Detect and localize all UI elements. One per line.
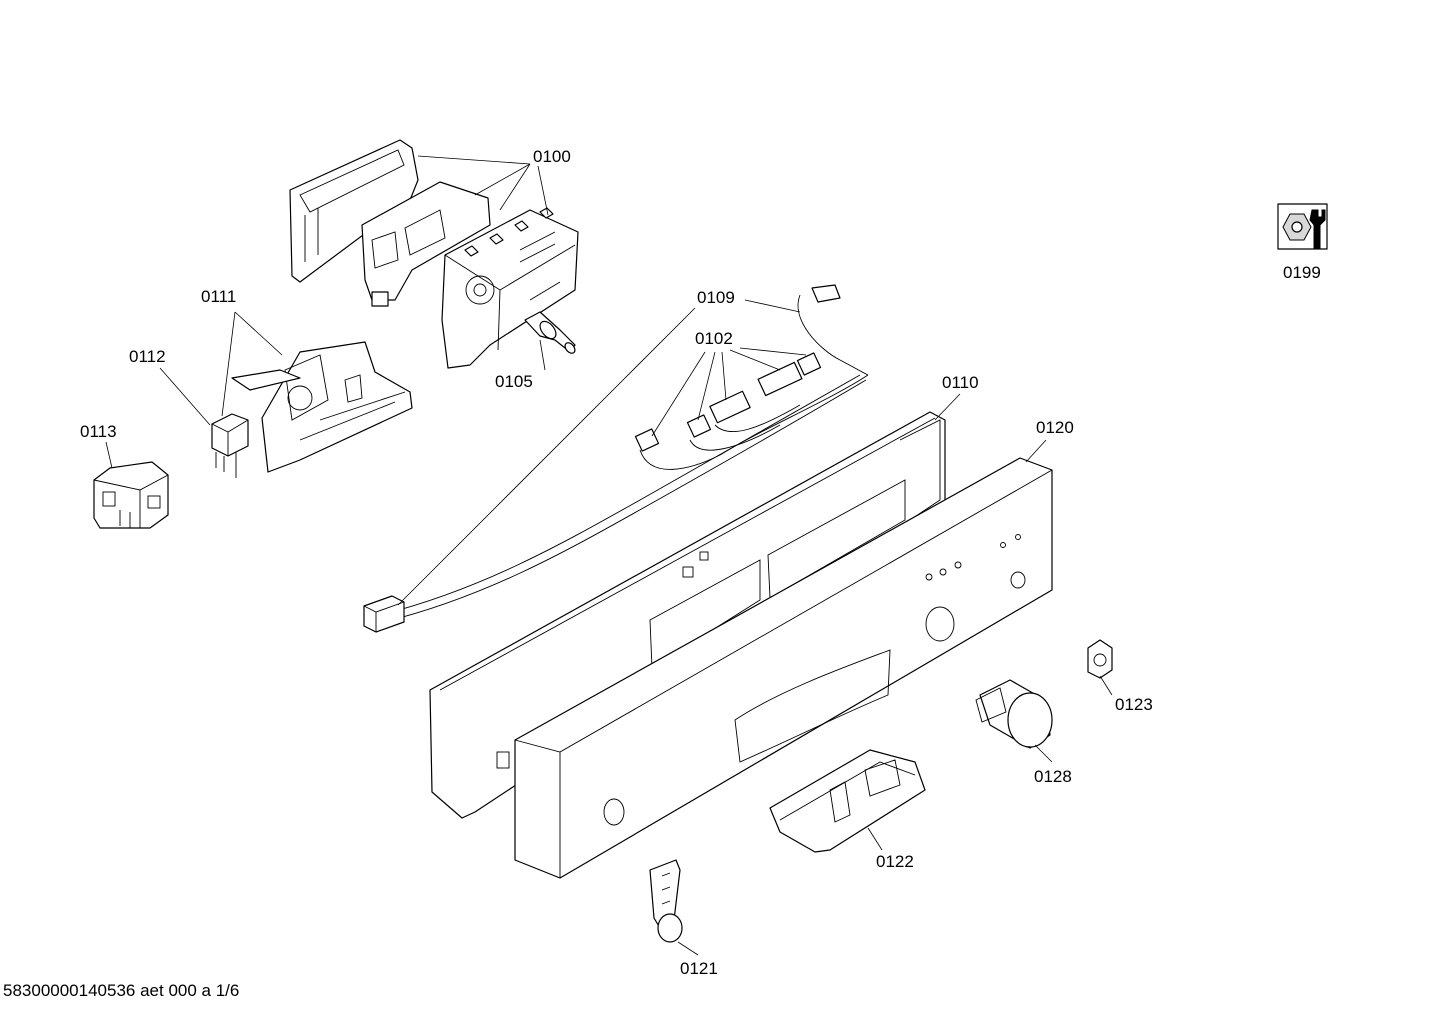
leader-lines xyxy=(105,155,1113,956)
label-0128: 0128 xyxy=(1034,767,1072,786)
label-0122: 0122 xyxy=(876,852,914,871)
label-0199: 0199 xyxy=(1283,263,1321,282)
label-0112: 0112 xyxy=(129,347,166,366)
part-0112-capacitor xyxy=(211,413,249,478)
part-labels: 0100 0111 0112 0113 0105 0109 0102 0110 … xyxy=(80,147,1321,978)
part-0121-push-button xyxy=(649,859,683,943)
part-0120-facia-panel xyxy=(514,457,1053,879)
label-0110: 0110 xyxy=(942,373,979,392)
label-0123: 0123 xyxy=(1115,695,1153,714)
part-0109-cable-harness xyxy=(363,284,869,633)
label-0113: 0113 xyxy=(80,422,117,441)
part-0122-bracket xyxy=(769,749,926,853)
label-0105: 0105 xyxy=(495,372,533,391)
wrench-nut-icon xyxy=(1277,203,1328,250)
label-0111: 0111 xyxy=(201,287,236,306)
part-0123-switch xyxy=(1087,639,1113,679)
part-0102-connectors xyxy=(634,352,869,470)
part-0111-programme-switch xyxy=(231,341,413,473)
label-0121: 0121 xyxy=(680,959,718,978)
label-0100: 0100 xyxy=(533,147,571,166)
label-0120: 0120 xyxy=(1036,418,1074,437)
part-0105-sensor xyxy=(524,311,576,354)
part-0100-control-housing xyxy=(289,139,579,369)
document-reference-footer: 58300000140536 aet 000 a 1/6 xyxy=(3,981,240,1000)
part-0113-relay xyxy=(93,461,169,529)
part-0128-rotary-knob xyxy=(975,679,1053,749)
label-0102: 0102 xyxy=(695,329,733,348)
label-0109: 0109 xyxy=(697,288,735,307)
